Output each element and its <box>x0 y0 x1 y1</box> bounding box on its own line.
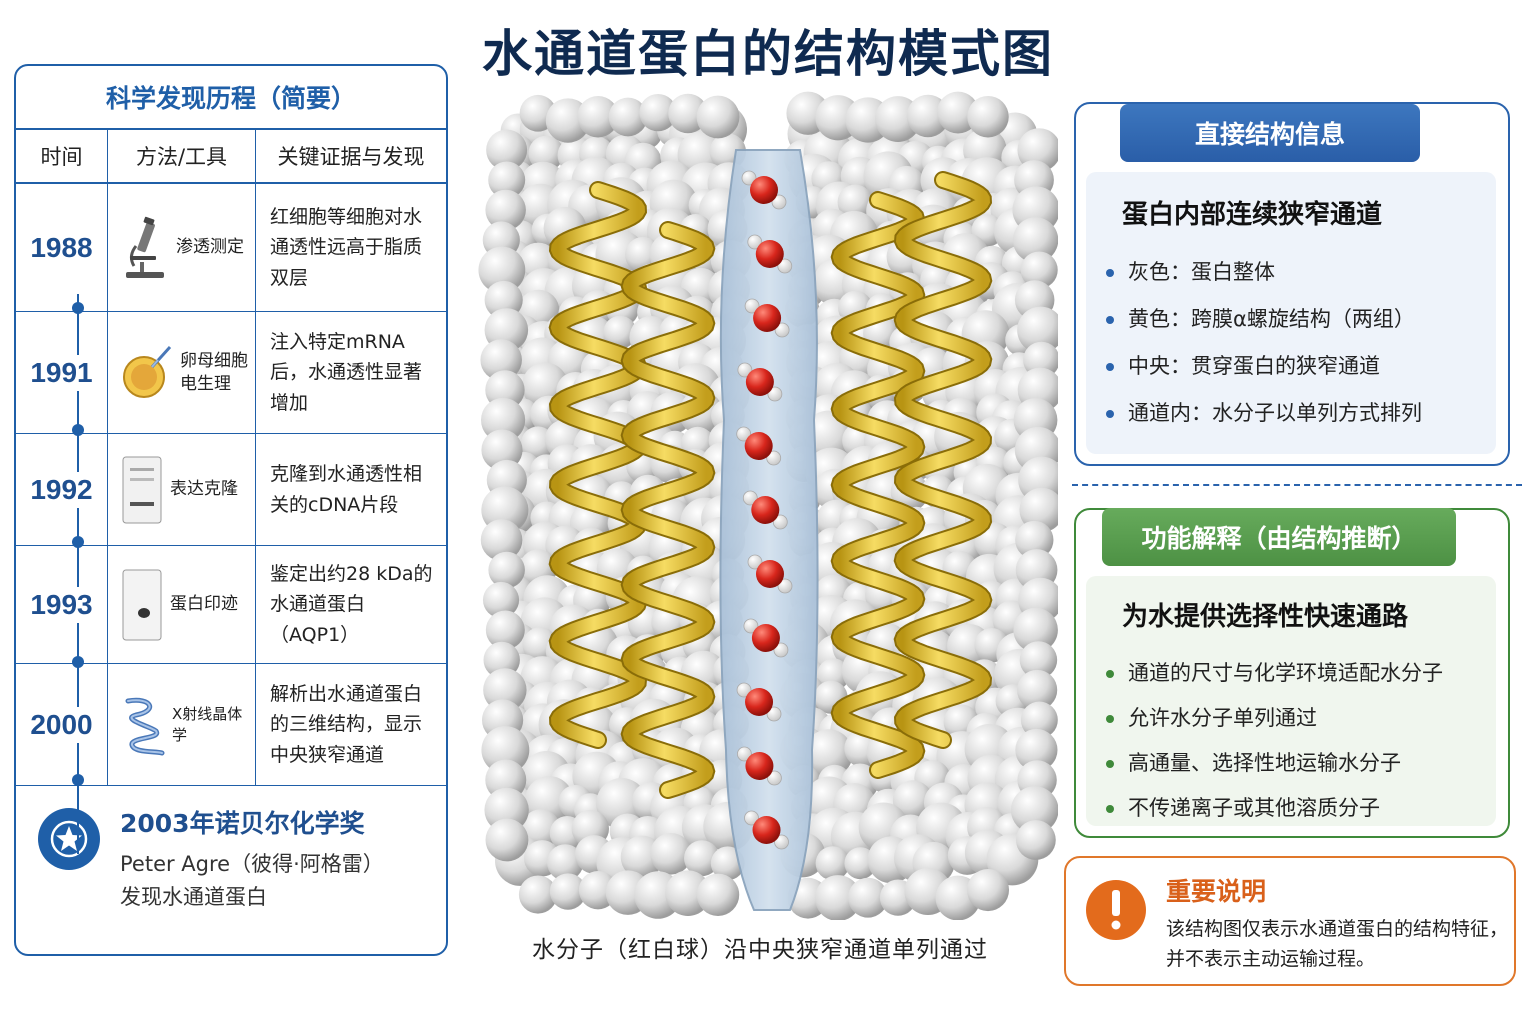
bullet-icon <box>1106 268 1114 277</box>
timeline-dot <box>72 774 84 786</box>
nobel-laureate: Peter Agre（彼得·阿格雷） <box>120 852 384 876</box>
timeline-dot <box>72 656 84 668</box>
timeline-row-1992: 1992 表达克隆 克隆到水通透性相关的cDNA片段 <box>16 434 446 546</box>
water-molecule <box>747 554 793 594</box>
function-panel: 功能解释（由结构推断） 为水提供选择性快速通路 通道的尺寸与化学环境适配水分子 … <box>1074 508 1510 838</box>
water-molecule <box>736 426 782 466</box>
alpha-helix-ribbon <box>895 173 991 747</box>
structure-subtitle: 蛋白内部连续狭窄通道 <box>1122 200 1383 230</box>
nobel-reason: 发现水通道蛋白 <box>120 884 267 909</box>
note-text: 该结构图仅表示水通道蛋白的结构特征， 并不表示主动运输过程。 <box>1166 918 1509 971</box>
function-item: 不传递离子或其他溶质分子 <box>1106 786 1496 831</box>
finding-text: 红细胞等细胞对水通透性远高于脂质双层 <box>270 205 423 289</box>
timeline-dot <box>72 302 84 314</box>
aquaporin-illustration <box>478 91 1058 920</box>
structure-info-tab: 直接结构信息 <box>1120 104 1420 162</box>
function-item: 允许水分子单列通过 <box>1106 696 1496 741</box>
bullet-icon <box>1106 759 1114 768</box>
structure-info-panel: 直接结构信息 蛋白内部连续狭窄通道 灰色：蛋白整体 黄色：跨膜α螺旋结构（两组）… <box>1074 102 1510 466</box>
alpha-helix-ribbon <box>622 223 714 797</box>
header-method: 方法/工具 <box>108 130 256 182</box>
year-label: 1991 <box>30 354 93 391</box>
method-label: 卵母细胞电生理 <box>180 350 248 394</box>
water-molecule <box>737 362 783 402</box>
timeline-row-1993: 1993 蛋白印迹 鉴定出约28 kDa的水通道蛋白（AQP1） <box>16 546 446 664</box>
method-label: X射线晶体学 <box>172 705 243 744</box>
water-molecules <box>736 170 793 850</box>
function-subtitle: 为水提供选择性快速通路 <box>1122 602 1409 632</box>
method-label: 蛋白印迹 <box>170 594 238 615</box>
method-label: 渗透测定 <box>176 237 244 258</box>
year-label: 1993 <box>30 586 93 623</box>
method-label: 表达克隆 <box>170 479 238 500</box>
structure-item: 中央：贯穿蛋白的狭窄通道 <box>1106 343 1496 390</box>
star-badge-icon <box>38 808 100 870</box>
structure-item: 黄色：跨膜α螺旋结构（两组） <box>1106 296 1496 343</box>
timeline-row-1991: 1991 卵母细胞电生理 注入特定mRNA后，水通透性显著增加 <box>16 312 446 434</box>
year-label: 1992 <box>30 471 93 508</box>
page-title: 水通道蛋白的结构模式图 <box>482 25 1054 83</box>
bullet-icon <box>1106 362 1114 371</box>
western-blot-icon <box>122 569 162 640</box>
timeline-title: 科学发现历程（简要） <box>16 66 446 130</box>
nobel-prize-section: 2003年诺贝尔化学奖 Peter Agre（彼得·阿格雷） 发现水通道蛋白 <box>16 782 446 954</box>
function-item: 高通量、选择性地运输水分子 <box>1106 741 1496 786</box>
timeline-row-1988: 1988 渗透测定 红细胞等细胞对水通透性远高于脂质双层 <box>16 184 446 312</box>
exclamation-icon <box>1086 880 1146 940</box>
central-channel <box>719 149 819 911</box>
water-molecule <box>741 170 787 210</box>
bullet-icon <box>1106 315 1114 324</box>
timeline-line <box>77 294 79 854</box>
bullet-icon <box>1106 669 1114 678</box>
microscope-icon <box>126 216 164 278</box>
illustration-caption: 水分子（红白球）沿中央狭窄通道单列通过 <box>532 937 988 963</box>
year-label: 1988 <box>30 229 93 266</box>
timeline-header-row: 时间 方法/工具 关键证据与发现 <box>16 130 446 184</box>
finding-text: 鉴定出约28 kDa的水通道蛋白（AQP1） <box>270 562 433 646</box>
finding-text: 克隆到水通透性相关的cDNA片段 <box>270 463 423 516</box>
function-item: 通道的尺寸与化学环境适配水分子 <box>1106 651 1496 696</box>
alpha-helix-ribbon <box>832 193 924 777</box>
bullet-icon <box>1106 409 1114 418</box>
water-molecule <box>742 490 788 530</box>
water-molecule <box>744 810 789 850</box>
function-tab: 功能解释（由结构推断） <box>1102 508 1456 566</box>
structure-item: 灰色：蛋白整体 <box>1106 249 1496 296</box>
finding-text: 注入特定mRNA后，水通透性显著增加 <box>270 330 423 414</box>
function-body: 为水提供选择性快速通路 通道的尺寸与化学环境适配水分子 允许水分子单列通过 高通… <box>1086 576 1496 826</box>
important-note-panel: 重要说明 该结构图仅表示水通道蛋白的结构特征， 并不表示主动运输过程。 <box>1064 856 1516 986</box>
bullet-icon <box>1106 804 1114 813</box>
finding-text: 解析出水通道蛋白的三维结构，显示中央狭窄通道 <box>270 682 423 766</box>
water-molecule <box>747 234 793 274</box>
discovery-timeline-panel: 科学发现历程（简要） 时间 方法/工具 关键证据与发现 1988 渗透测定 红细… <box>14 64 448 956</box>
transmembrane-helices <box>548 171 993 799</box>
oocyte-icon <box>123 345 172 398</box>
header-time: 时间 <box>16 130 108 182</box>
section-divider <box>1072 484 1522 486</box>
water-molecule <box>744 298 790 338</box>
timeline-row-2000: 2000 X射线晶体学 解析出水通道蛋白的三维结构，显示中央狭窄通道 <box>16 664 446 786</box>
timeline-dot <box>72 424 84 436</box>
structure-info-body: 蛋白内部连续狭窄通道 灰色：蛋白整体 黄色：跨膜α螺旋结构（两组） 中央：贯穿蛋… <box>1086 172 1496 454</box>
year-label: 2000 <box>30 706 93 743</box>
header-finding: 关键证据与发现 <box>277 145 425 169</box>
structure-item: 通道内：水分子以单列方式排列 <box>1106 390 1496 437</box>
nobel-title: 2003年诺贝尔化学奖 <box>120 809 365 838</box>
water-molecule <box>737 746 782 786</box>
gel-icon <box>122 456 162 523</box>
water-molecule <box>743 618 789 658</box>
timeline-dot <box>72 536 84 548</box>
bullet-icon <box>1106 714 1114 723</box>
protein-structure-icon <box>125 697 165 755</box>
water-molecule <box>736 682 782 722</box>
note-title: 重要说明 <box>1166 877 1267 906</box>
